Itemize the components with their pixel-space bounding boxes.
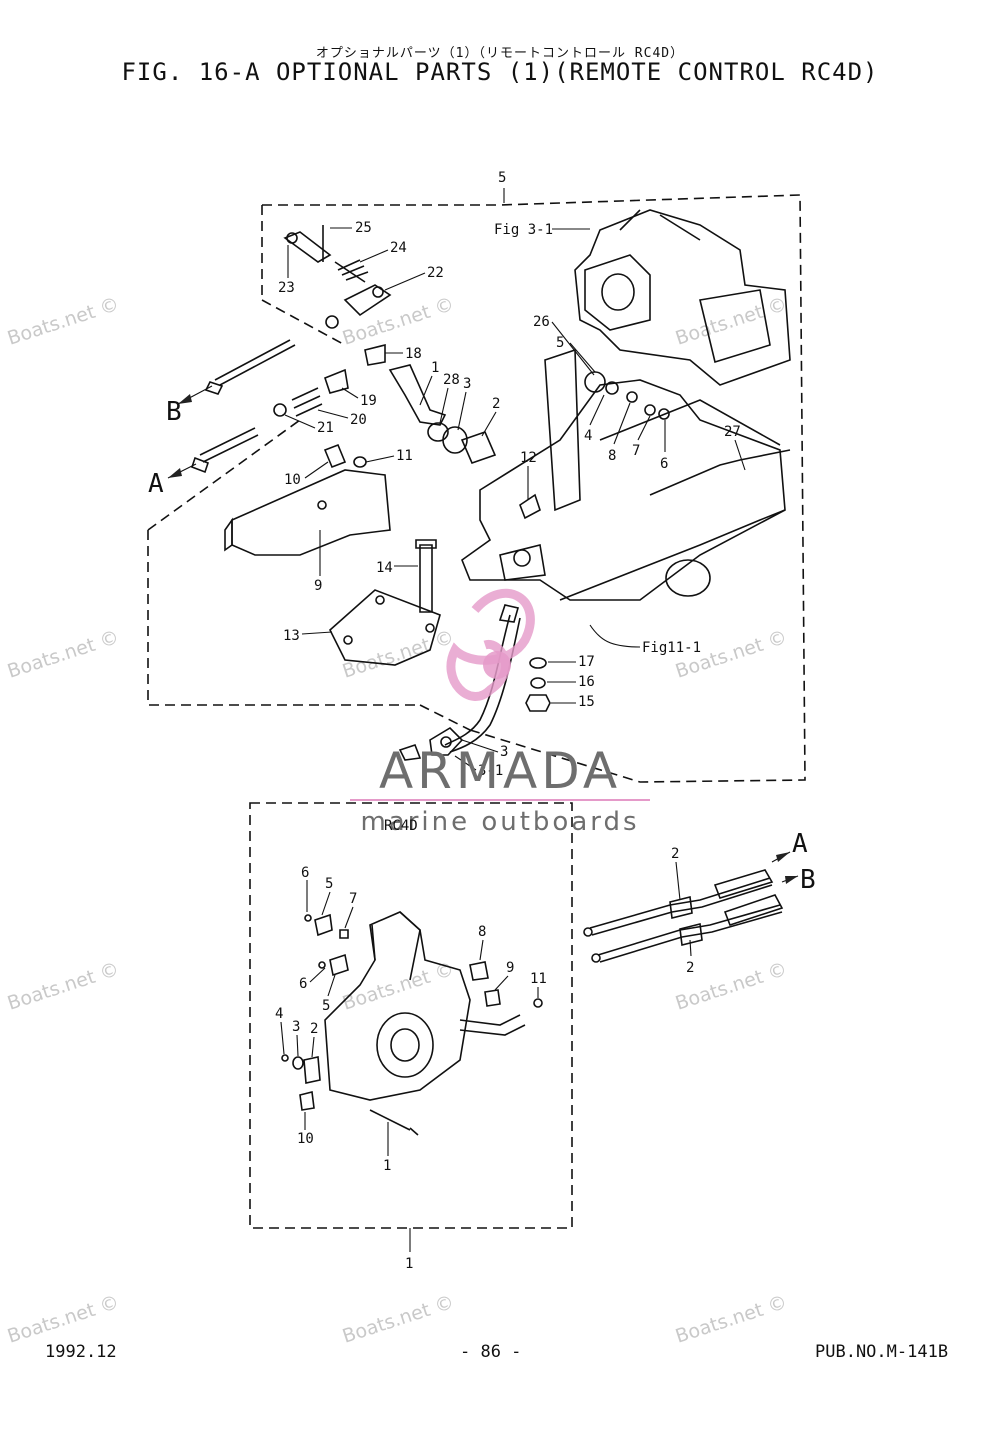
rc4d-callout-8: 8	[478, 924, 486, 940]
watermark-text: Boats.net ©	[673, 1291, 790, 1348]
footer-date: 1992.12	[45, 1342, 117, 1362]
watermark-text: Boats.net ©	[673, 293, 790, 350]
arrow-a-label-lower: A	[792, 829, 808, 859]
arrow-b-label-lower: B	[800, 865, 816, 895]
rc4d-callout-3: 3	[292, 1019, 300, 1035]
cable-callout-2-top: 2	[671, 846, 679, 862]
callout-24: 24	[390, 240, 407, 256]
outboard-bracket	[461, 348, 791, 601]
callout-25: 25	[355, 220, 372, 236]
rc4d-callout-9: 9	[506, 960, 514, 976]
callout-4: 4	[584, 428, 592, 444]
callout-6: 6	[660, 456, 668, 472]
fig-3-1-label: Fig 3-1	[494, 222, 553, 238]
callout-8: 8	[608, 448, 616, 464]
rc4d-callout-7: 7	[349, 891, 357, 907]
cable-callout-2-bottom: 2	[686, 960, 694, 976]
control-cables	[583, 869, 784, 963]
arrow-a-label: A	[148, 469, 164, 499]
callout-3: 3	[463, 376, 471, 392]
watermark-text: Boats.net ©	[340, 293, 457, 350]
callout-22: 22	[427, 265, 444, 281]
watermark-text: Boats.net ©	[5, 1291, 122, 1348]
armada-logo: ARMADA marine outboards	[350, 588, 650, 837]
watermark-text: Boats.net ©	[5, 626, 122, 683]
callout-13: 13	[283, 628, 300, 644]
arrow-b-label: B	[166, 397, 182, 427]
footer-page: - 86 -	[460, 1342, 522, 1362]
rc4d-callout-1: 1	[383, 1158, 391, 1174]
callout-17: 17	[578, 654, 595, 670]
rc4d-callout-10: 10	[297, 1131, 314, 1147]
watermark-text: Boats.net ©	[5, 293, 122, 350]
watermark-text: Boats.net ©	[340, 958, 457, 1015]
assembly-callout-1: 1	[405, 1256, 413, 1272]
rc4d-boundary	[249, 802, 573, 1229]
callout-9: 9	[314, 578, 322, 594]
logo-brand: ARMADA	[379, 742, 621, 800]
callout-1: 1	[431, 360, 439, 376]
callout-3-1: 3-1	[478, 763, 503, 779]
rc4d-callout-4: 4	[275, 1006, 283, 1022]
callout-2: 2	[492, 396, 500, 412]
callout-19: 19	[360, 393, 377, 409]
watermark-text: Boats.net ©	[340, 1291, 457, 1348]
figure-title: FIG. 16-A OPTIONAL PARTS (1)(REMOTE CONT…	[121, 58, 879, 86]
title-japanese: オプショナルパーツ（1）（リモートコントロール RC4D）	[315, 46, 685, 61]
callout-10: 10	[284, 472, 301, 488]
callout-18: 18	[405, 346, 422, 362]
rc4d-callout-11: 11	[530, 971, 547, 987]
watermark-text: Boats.net ©	[5, 958, 122, 1015]
fig-11-1-label: Fig11-1	[642, 640, 701, 656]
callout-28: 28	[443, 372, 460, 388]
callout-3b: 3	[500, 744, 508, 760]
mount-plate	[329, 539, 441, 666]
rc4d-callout-5: 5	[325, 876, 333, 892]
callout-14: 14	[376, 560, 393, 576]
footer-pub-no: PUB.NO.M-141B	[815, 1342, 949, 1362]
engine-block	[574, 209, 791, 386]
callout-15: 15	[578, 694, 595, 710]
logo-tagline: marine outboards	[360, 807, 639, 837]
rc4d-callout-6: 6	[301, 865, 309, 881]
rc4d-callout-5b: 5	[322, 998, 330, 1014]
callout-5: 5	[498, 170, 506, 186]
rc4d-callout-6b: 6	[299, 976, 307, 992]
watermark-text: Boats.net ©	[340, 626, 457, 683]
callout-21: 21	[317, 420, 334, 436]
rc4d-callout-2: 2	[310, 1021, 318, 1037]
callout-27: 27	[724, 424, 741, 440]
callout-23: 23	[278, 280, 295, 296]
callout-16: 16	[578, 674, 595, 690]
remote-control-box	[281, 911, 543, 1136]
rc4d-label: RC4D	[384, 818, 418, 834]
callout-7: 7	[632, 443, 640, 459]
bracket-assembly	[224, 443, 391, 556]
callout-11: 11	[396, 448, 413, 464]
callout-26: 26	[533, 314, 550, 330]
callout-5b: 5	[556, 335, 564, 351]
callout-20: 20	[350, 412, 367, 428]
linkage-parts	[190, 225, 497, 474]
